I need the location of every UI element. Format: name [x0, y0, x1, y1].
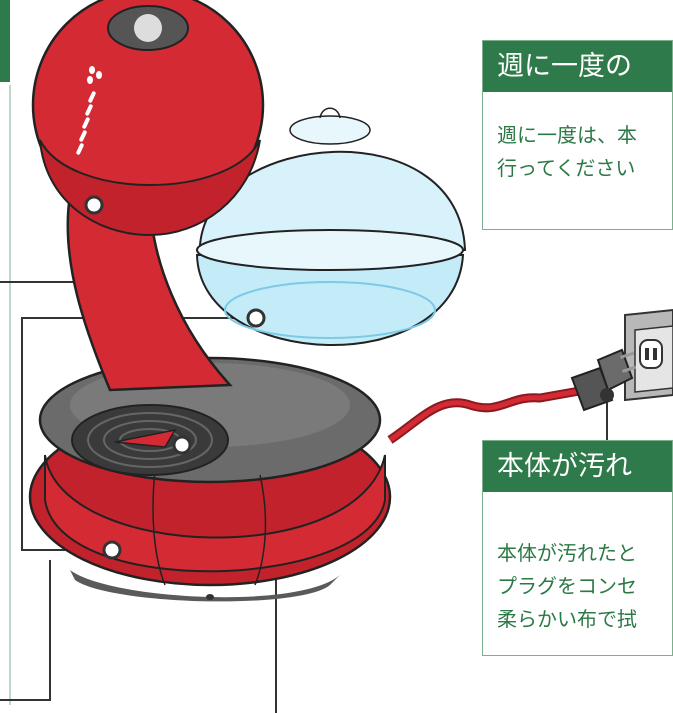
machine-neck [66, 193, 233, 392]
body-dirty-line-2: プラグをコンセ [497, 574, 637, 598]
weekly-care-panel: 週に一度の 週に一度は、本 行ってください [482, 40, 673, 230]
machine-head [31, 0, 265, 237]
weekly-care-line-2: 行ってください [497, 156, 636, 180]
weekly-care-line-1: 週に一度は、本 [497, 123, 637, 147]
weekly-care-heading: 週に一度の [483, 41, 672, 92]
body-dirty-panel: 本体が汚れ 本体が汚れたと プラグをコンセ 柔らかい布で拭 [482, 440, 673, 656]
wall-outlet-illustration [624, 308, 673, 402]
machine-base [28, 356, 392, 602]
power-plug-illustration [570, 348, 637, 412]
body-dirty-line-1: 本体が汚れたと [497, 541, 637, 565]
body-dirty-line-3: 柔らかい布で拭 [497, 607, 637, 631]
drip-tray [71, 404, 229, 476]
callout-dot-icon [84, 195, 266, 560]
body-dirty-heading: 本体が汚れ [483, 441, 672, 492]
section-tab [0, 0, 10, 82]
